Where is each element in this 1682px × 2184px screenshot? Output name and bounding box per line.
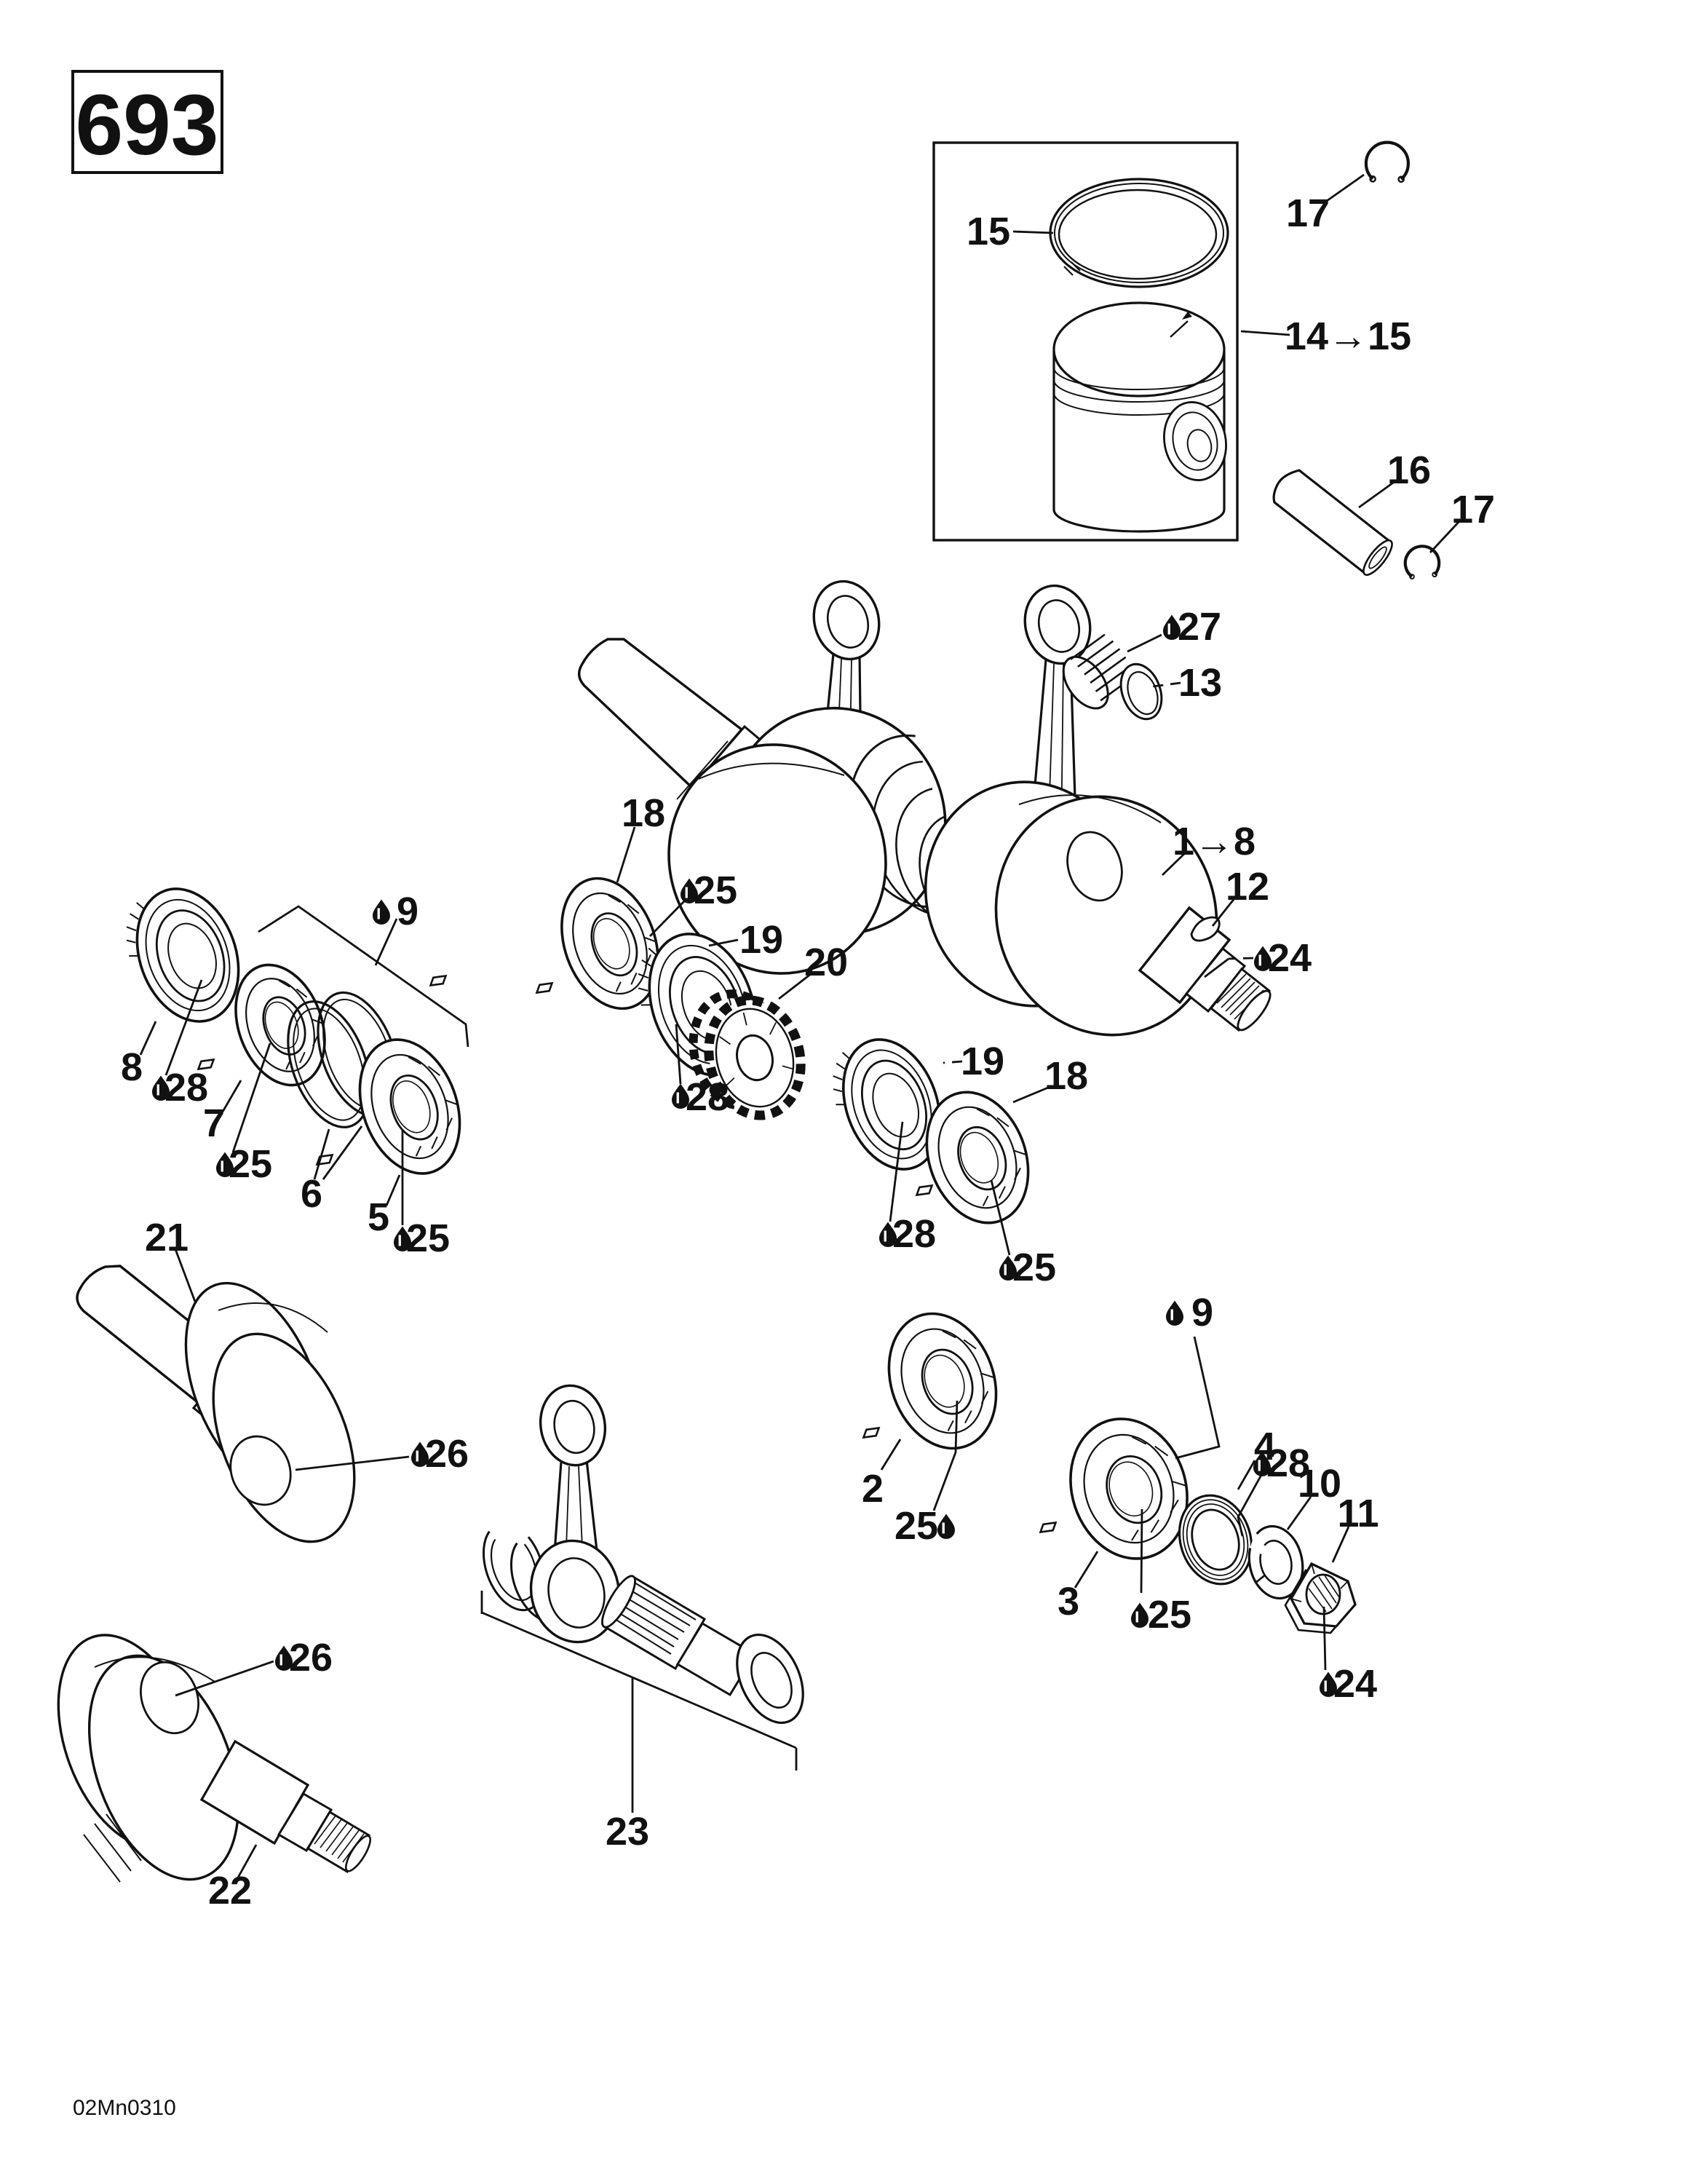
crank-half-21 bbox=[76, 1265, 356, 1543]
label-14-15: 14→15 bbox=[1285, 314, 1411, 358]
crankshaft-assembly bbox=[578, 579, 1272, 1037]
label-9-right: 9 bbox=[1191, 1291, 1213, 1334]
label-26-a: 26 bbox=[425, 1432, 469, 1476]
label-15: 15 bbox=[967, 210, 1010, 253]
label-5: 5 bbox=[368, 1195, 389, 1239]
bearing-2 bbox=[871, 1299, 1015, 1464]
label-20: 20 bbox=[804, 941, 848, 984]
label-28-c: 28 bbox=[686, 1075, 729, 1119]
labels-layer: 15 17 14→15 16 17 27 13 18 25 19 20 9 1→… bbox=[121, 191, 1495, 1912]
label-10: 10 bbox=[1298, 1462, 1341, 1506]
bracket-line-23 bbox=[480, 1591, 798, 1813]
piston-direction-arrow bbox=[1170, 312, 1192, 338]
label-25-b: 25 bbox=[229, 1142, 272, 1186]
label-19-left: 19 bbox=[739, 918, 783, 962]
label-25-a: 25 bbox=[694, 869, 737, 912]
engine-code-badge: 693 bbox=[71, 70, 223, 174]
bracket-line-9 bbox=[258, 905, 469, 1048]
label-18-right: 18 bbox=[1044, 1054, 1088, 1098]
label-17-top: 17 bbox=[1286, 191, 1330, 235]
leader-lines bbox=[139, 173, 1461, 1878]
water-pump-gear-20 bbox=[689, 989, 806, 1120]
parts-layer bbox=[57, 138, 1443, 1883]
wrist-pin-16 bbox=[1272, 469, 1393, 576]
label-1-8: 1→8 bbox=[1173, 820, 1255, 863]
label-23: 23 bbox=[606, 1810, 649, 1853]
label-25-f: 25 bbox=[1148, 1593, 1191, 1637]
label-2: 2 bbox=[862, 1467, 884, 1511]
needle-bearing-13 bbox=[1062, 633, 1163, 721]
label-16: 16 bbox=[1387, 448, 1431, 492]
crankshaft-pto-step bbox=[1184, 946, 1247, 1013]
label-8: 8 bbox=[121, 1045, 143, 1089]
label-28-a: 28 bbox=[164, 1066, 208, 1109]
circlip-17-top bbox=[1362, 138, 1413, 189]
label-9-left: 9 bbox=[397, 890, 418, 933]
piston-14 bbox=[1052, 301, 1227, 533]
label-26-b: 26 bbox=[289, 1636, 333, 1679]
piston-ring-15 bbox=[1049, 178, 1229, 288]
leader-line bbox=[1012, 230, 1054, 234]
circlip-17-bottom bbox=[1402, 542, 1443, 584]
nut-11 bbox=[1284, 1562, 1357, 1634]
connecting-rod-kit-23 bbox=[482, 1384, 804, 1725]
label-3: 3 bbox=[1058, 1580, 1079, 1623]
label-25-c: 25 bbox=[406, 1216, 450, 1260]
crank-web-balance-hole bbox=[1066, 831, 1123, 902]
label-25-e: 25 bbox=[894, 1504, 938, 1548]
engine-code: 693 bbox=[76, 77, 219, 173]
label-24-bottom: 24 bbox=[1333, 1662, 1377, 1706]
label-12: 12 bbox=[1226, 865, 1269, 909]
label-19-right: 19 bbox=[961, 1040, 1004, 1083]
woodruff-key-12 bbox=[1190, 916, 1221, 942]
label-24-top: 24 bbox=[1268, 936, 1312, 980]
label-13: 13 bbox=[1178, 661, 1222, 705]
crankshaft-threaded-end bbox=[1209, 967, 1272, 1032]
label-22: 22 bbox=[208, 1869, 252, 1912]
label-11: 11 bbox=[1337, 1492, 1378, 1535]
crank-web-left-front bbox=[667, 743, 887, 975]
label-6: 6 bbox=[301, 1172, 322, 1216]
label-27: 27 bbox=[1178, 605, 1221, 649]
label-7: 7 bbox=[203, 1101, 225, 1145]
label-28-b: 28 bbox=[892, 1212, 936, 1256]
crank-half-22 bbox=[57, 1634, 371, 1883]
label-18-left: 18 bbox=[622, 791, 665, 835]
crank-pin-23 bbox=[601, 1575, 804, 1725]
label-17-bottom: 17 bbox=[1451, 488, 1495, 531]
label-21: 21 bbox=[145, 1216, 189, 1259]
label-28-d: 28 bbox=[1266, 1441, 1310, 1485]
crankshaft-mag-shaft bbox=[578, 638, 744, 790]
label-25-d: 25 bbox=[1012, 1246, 1056, 1289]
doc-code: 02Mn0310 bbox=[73, 2096, 176, 2120]
lock-washer-10 bbox=[1247, 1524, 1304, 1600]
engine-code-box bbox=[71, 70, 223, 174]
piston-frame-box bbox=[932, 141, 1239, 542]
piston-group bbox=[932, 138, 1443, 584]
crank-half-22-threaded-end bbox=[306, 1810, 371, 1874]
ring-4 bbox=[1178, 1494, 1253, 1586]
